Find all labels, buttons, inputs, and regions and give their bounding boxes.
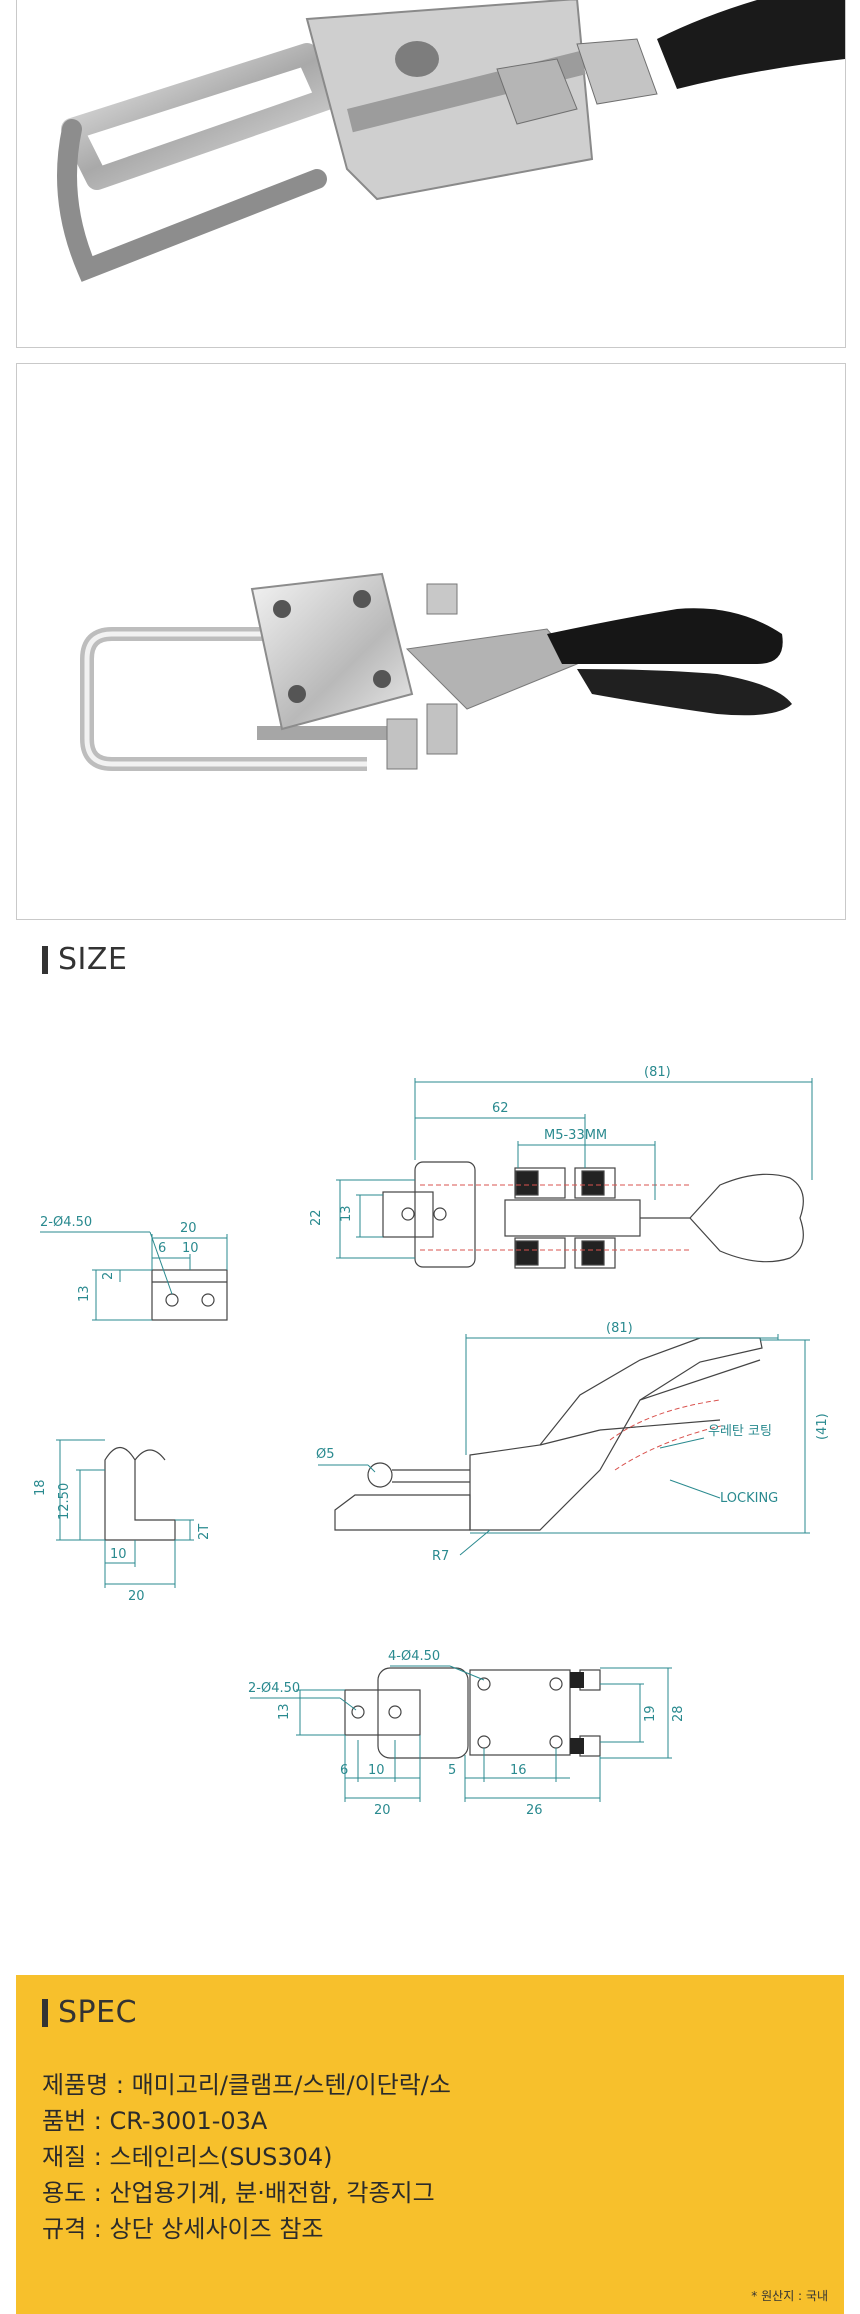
side-view-drawing xyxy=(334,1337,763,1531)
note-side-locking: LOCKING xyxy=(720,1491,778,1506)
spec-row-part-number: 품번CR-3001-03A xyxy=(42,2103,451,2139)
spec-section-title: SPEC xyxy=(42,1995,137,2030)
spec-row-dimensions: 규격상단 상세사이즈 참조 xyxy=(42,2211,451,2247)
spec-panel: SPEC 제품명매미고리/클램프/스텐/이단락/소 품번CR-3001-03A … xyxy=(16,1975,844,2314)
dim-front-22: 22 xyxy=(309,1209,324,1226)
dim-side-r7: R7 xyxy=(432,1549,449,1564)
dim-bot-13: 13 xyxy=(277,1703,292,1720)
dim-bot-hole4: 4-Ø4.50 xyxy=(388,1649,440,1664)
hook-profile-dimensions xyxy=(56,1439,194,1588)
dim-bot-hole2: 2-Ø4.50 xyxy=(248,1681,300,1696)
dim-small-13: 13 xyxy=(77,1285,92,1302)
dim-bot-28: 28 xyxy=(671,1705,686,1722)
spec-row-usage: 용도산업용기계, 분·배전함, 각종지그 xyxy=(42,2175,451,2211)
bottom-view-drawing xyxy=(344,1667,601,1759)
size-section-title: SIZE xyxy=(42,942,127,977)
spec-row-material: 재질스테인리스(SUS304) xyxy=(42,2139,451,2175)
spec-row-product-name: 제품명매미고리/클램프/스텐/이단락/소 xyxy=(42,2067,451,2103)
dim-hook-1250: 12.50 xyxy=(57,1483,72,1520)
spec-title-text: SPEC xyxy=(58,1995,138,2030)
front-view-drawing xyxy=(382,1161,804,1269)
title-bar-marker xyxy=(42,945,48,974)
dim-hook-2t: 2T xyxy=(197,1524,212,1540)
spec-list: 제품명매미고리/클램프/스텐/이단락/소 품번CR-3001-03A 재질스테인… xyxy=(42,2067,451,2247)
dim-bot-16: 16 xyxy=(510,1763,527,1778)
dim-bot-20: 20 xyxy=(374,1803,391,1818)
dim-side-41: (41) xyxy=(815,1413,830,1440)
small-part-drawing xyxy=(151,1269,228,1321)
technical-drawings: (81) 62 M5-33MM 22 13 2-Ø4.50 20 6 10 2 … xyxy=(33,1065,830,1818)
small-part-dimensions xyxy=(40,1231,228,1321)
dim-small-2: 2 xyxy=(101,1272,116,1280)
side-view-dimensions xyxy=(318,1334,810,1556)
product-photo-full xyxy=(16,363,846,920)
origin-note: * 원산지국내 xyxy=(751,2287,828,2304)
front-view-hidden-lines xyxy=(420,1184,690,1251)
dim-side-81: (81) xyxy=(606,1321,633,1336)
dim-hook-10: 10 xyxy=(110,1547,127,1562)
dim-bot-6: 6 xyxy=(340,1763,348,1778)
front-view-dimensions xyxy=(336,1078,813,1259)
dim-front-m5: M5-33MM xyxy=(544,1128,607,1143)
clamp-illustration xyxy=(80,572,792,771)
dim-small-20: 20 xyxy=(180,1221,197,1236)
dim-side-phi5: Ø5 xyxy=(316,1447,335,1462)
dim-small-6: 6 xyxy=(158,1241,166,1256)
dim-front-62: 62 xyxy=(492,1101,509,1116)
side-view-hidden-lines xyxy=(609,1399,726,1471)
closeup-illustration xyxy=(57,0,845,282)
title-bar-marker xyxy=(42,1998,48,2027)
dim-bot-26: 26 xyxy=(526,1803,543,1818)
dim-bot-5: 5 xyxy=(448,1763,456,1778)
bottom-view-dark-parts xyxy=(570,1672,584,1754)
dim-hook-18: 18 xyxy=(33,1479,48,1496)
size-title-text: SIZE xyxy=(58,942,128,977)
hook-profile-drawing xyxy=(104,1446,176,1541)
bottom-view-dimensions xyxy=(250,1665,672,1802)
dim-front-81: (81) xyxy=(644,1065,671,1080)
product-photo-closeup xyxy=(16,0,846,348)
dim-bot-10: 10 xyxy=(368,1763,385,1778)
dim-front-13: 13 xyxy=(339,1205,354,1222)
dim-hook-20: 20 xyxy=(128,1589,145,1604)
note-side-coating: 우레탄 코팅 xyxy=(708,1424,772,1439)
dim-bot-19: 19 xyxy=(643,1705,658,1722)
dim-small-10: 10 xyxy=(182,1241,199,1256)
dim-small-hole: 2-Ø4.50 xyxy=(40,1215,92,1230)
